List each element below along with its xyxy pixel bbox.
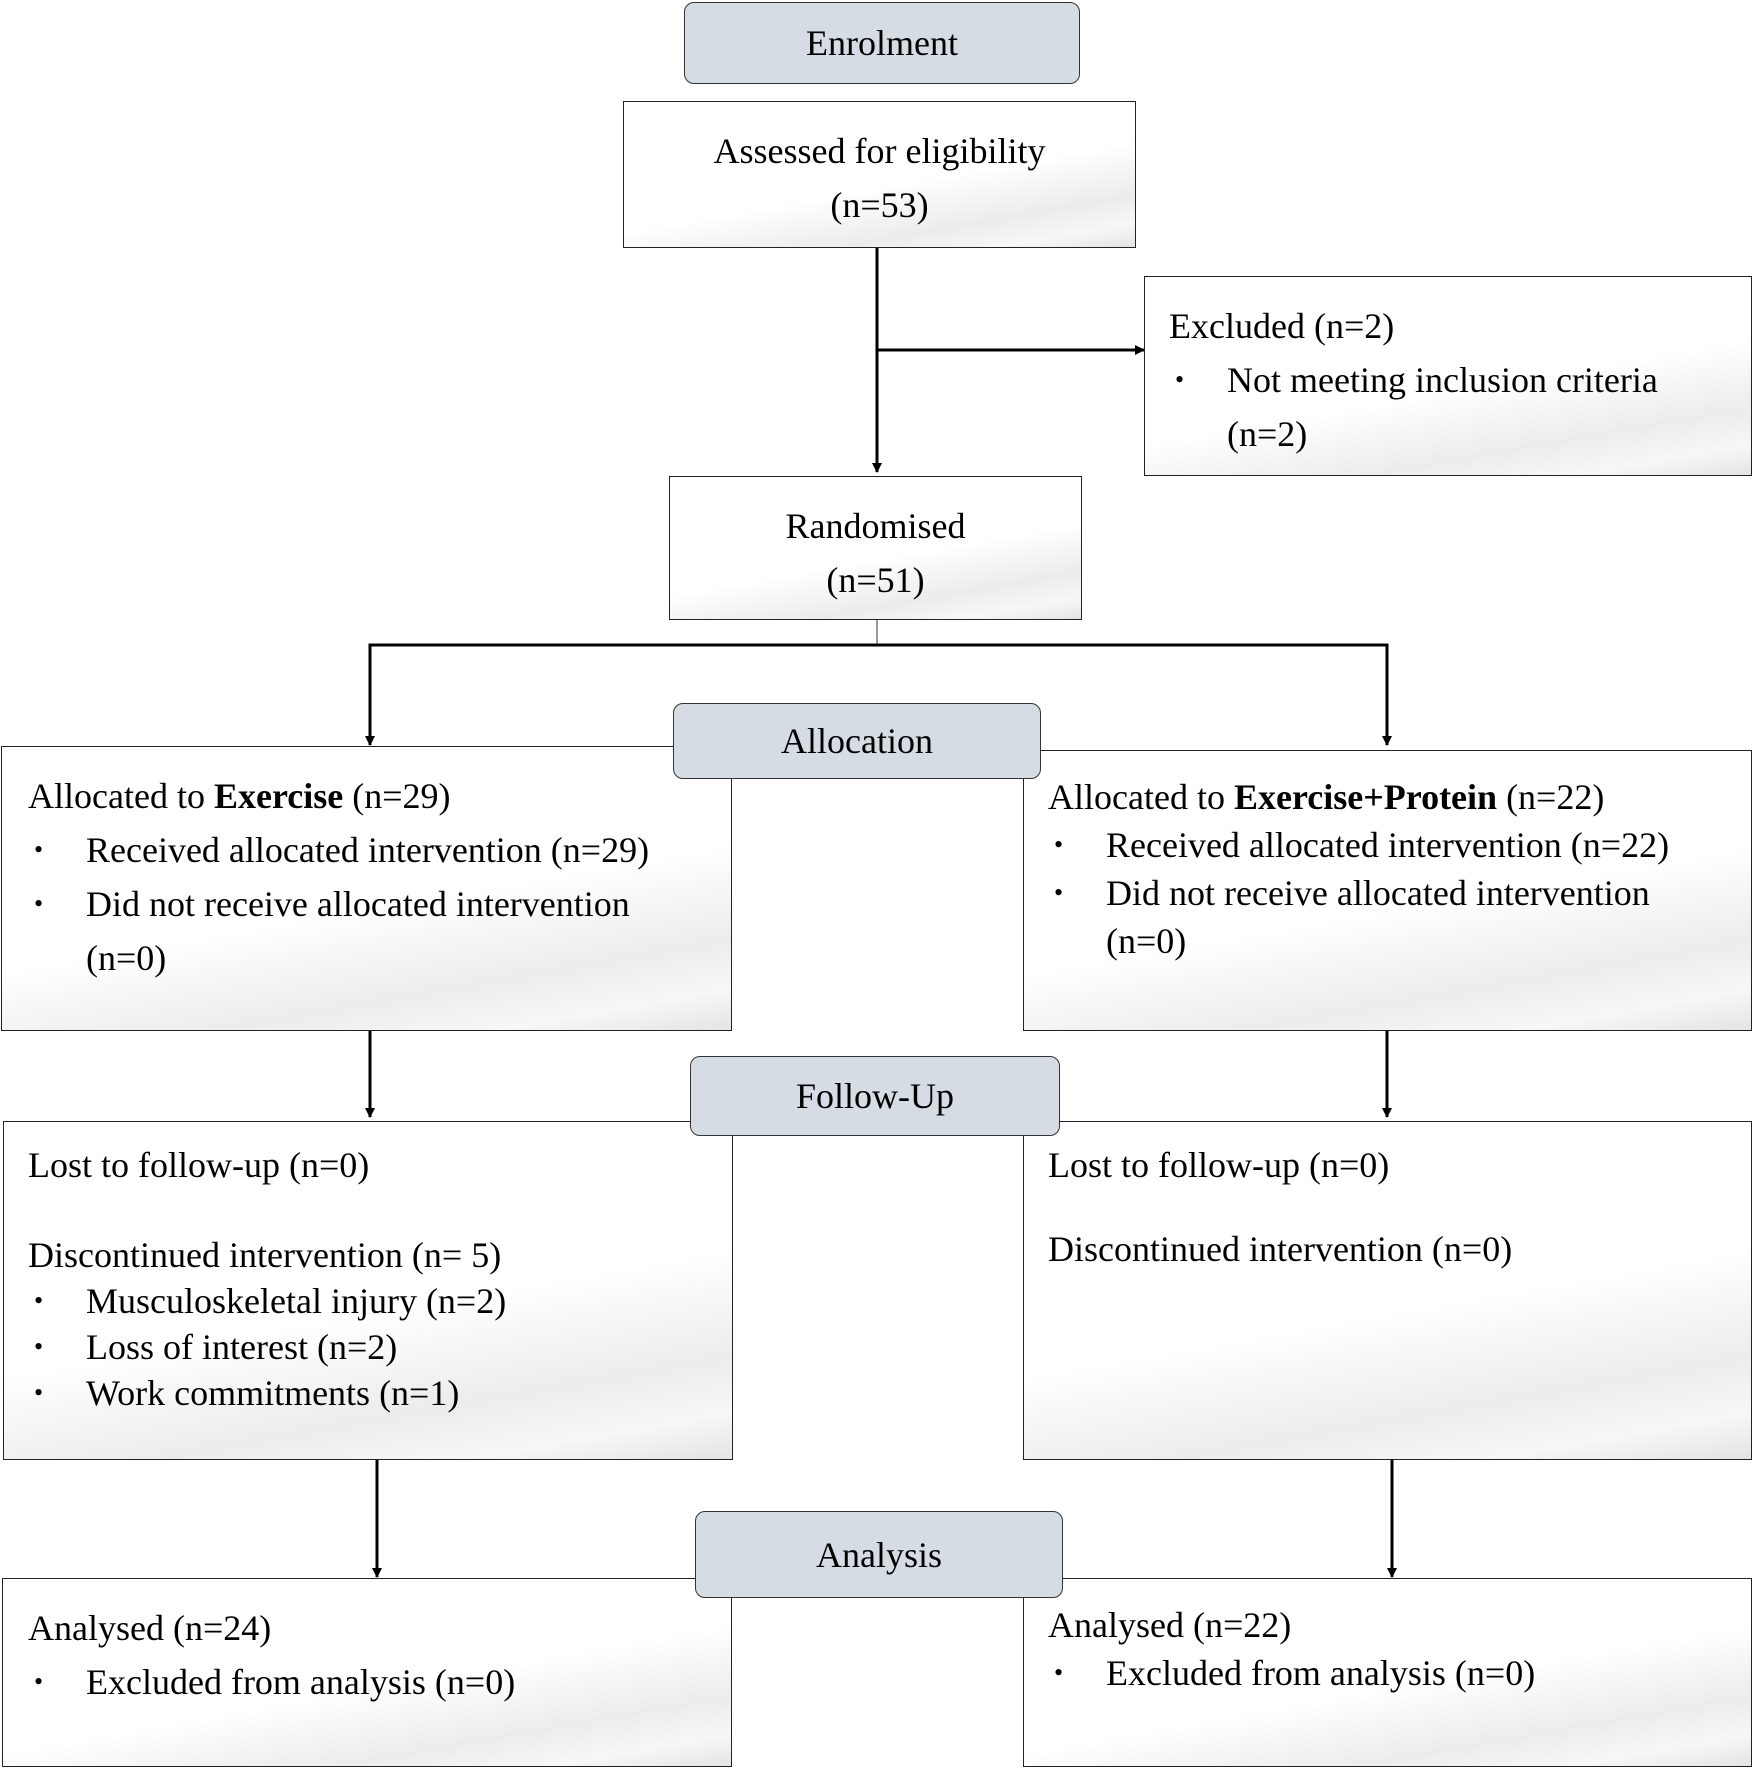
excluded-box: Excluded (n=2) •Not meeting inclusion cr… <box>1144 276 1752 476</box>
follow-left-reasons: •Musculoskeletal injury (n=2) •Loss of i… <box>28 1278 732 1416</box>
stage-enrolment: Enrolment <box>684 2 1080 84</box>
alloc-right-list: •Received allocated intervention (n=22) … <box>1048 821 1751 917</box>
excluded-item-count: (n=2) <box>1227 414 1308 454</box>
alloc-right-item2-count: (n=0) <box>1106 921 1187 961</box>
alloc-right-group: Exercise+Protein <box>1233 777 1498 817</box>
follow-left-lost: Lost to follow-up (n=0) <box>28 1145 370 1185</box>
assessed-count: (n=53) <box>830 185 929 225</box>
randomised-label: Randomised <box>785 506 966 546</box>
analysis-right-title: Analysed (n=22) <box>1048 1605 1292 1645</box>
follow-up-exercise-protein-box: Lost to follow-up (n=0) Discontinued int… <box>1023 1121 1752 1460</box>
follow-right-lost: Lost to follow-up (n=0) <box>1048 1145 1390 1185</box>
list-item: •Did not receive allocated intervention <box>34 884 630 924</box>
list-item: •Musculoskeletal injury (n=2) <box>34 1281 507 1321</box>
alloc-left-item2-count: (n=0) <box>86 938 167 978</box>
stage-follow-up-label: Follow-Up <box>795 1076 954 1116</box>
list-item: •Excluded from analysis (n=0) <box>34 1662 516 1702</box>
stage-follow-up: Follow-Up <box>690 1056 1060 1136</box>
analysis-left-list: •Excluded from analysis (n=0) <box>28 1655 731 1709</box>
list-item: •Received allocated intervention (n=29) <box>34 830 650 870</box>
follow-right-discontinued: Discontinued intervention (n=0) <box>1048 1229 1513 1269</box>
allocation-exercise-box: Allocated to Exercise (n=29) •Received a… <box>1 746 732 1031</box>
list-item: •Did not receive allocated intervention <box>1054 873 1650 913</box>
follow-left-discontinued: Discontinued intervention (n= 5) <box>28 1235 502 1275</box>
follow-up-exercise-box: Lost to follow-up (n=0) Discontinued int… <box>3 1121 733 1460</box>
allocation-exercise-protein-box: Allocated to Exercise+Protein (n=22) •Re… <box>1023 750 1752 1031</box>
excluded-list: •Not meeting inclusion criteria <box>1169 353 1751 407</box>
assessed-label: Assessed for eligibility <box>713 131 1046 171</box>
assessed-box: Assessed for eligibility (n=53) <box>623 101 1136 248</box>
stage-analysis-label: Analysis <box>816 1534 942 1575</box>
split-horizontal <box>368 643 1389 745</box>
alloc-left-group: Exercise <box>213 776 344 816</box>
stage-enrolment-label: Enrolment <box>806 23 958 63</box>
stage-allocation: Allocation <box>673 703 1041 779</box>
list-item: •Received allocated intervention (n=22) <box>1054 825 1670 865</box>
list-item: •Not meeting inclusion criteria <box>1175 360 1658 400</box>
list-item: •Loss of interest (n=2) <box>34 1327 398 1367</box>
excluded-title: Excluded (n=2) <box>1169 306 1395 346</box>
alloc-left-title: Allocated to Exercise (n=29) <box>28 776 451 816</box>
stage-analysis: Analysis <box>695 1511 1063 1598</box>
stage-allocation-label: Allocation <box>781 721 933 761</box>
list-item: •Work commitments (n=1) <box>34 1373 460 1413</box>
randomised-box: Randomised (n=51) <box>669 476 1082 620</box>
randomised-count: (n=51) <box>826 560 925 600</box>
alloc-left-list: •Received allocated intervention (n=29) … <box>28 823 731 931</box>
alloc-right-title: Allocated to Exercise+Protein (n=22) <box>1048 777 1605 817</box>
analysis-exercise-box: Analysed (n=24) •Excluded from analysis … <box>2 1578 732 1767</box>
analysis-exercise-protein-box: Analysed (n=22) •Excluded from analysis … <box>1023 1578 1752 1767</box>
list-item: •Excluded from analysis (n=0) <box>1054 1653 1536 1693</box>
analysis-left-title: Analysed (n=24) <box>28 1608 272 1648</box>
analysis-right-list: •Excluded from analysis (n=0) <box>1048 1649 1751 1697</box>
